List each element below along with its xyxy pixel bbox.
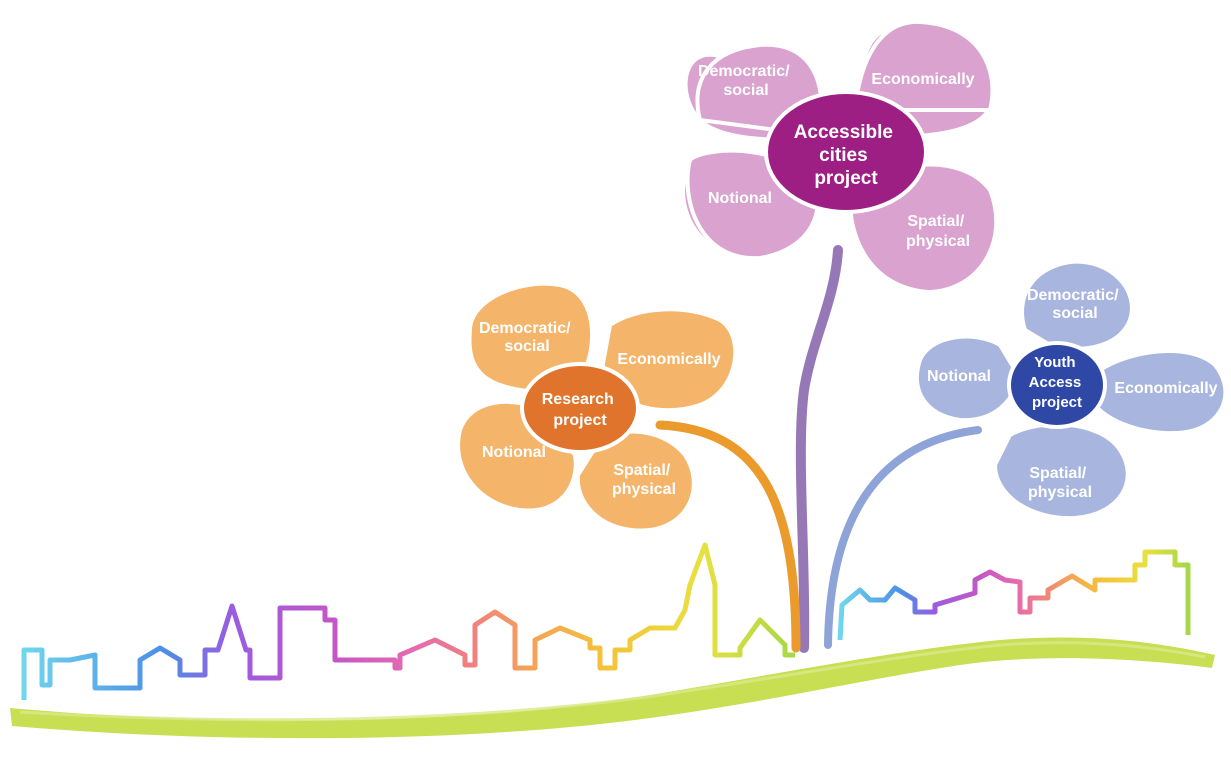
youth-petals bbox=[914, 259, 1228, 521]
accessible-center-line-3: project bbox=[814, 168, 878, 189]
youth-petal-democratic-label: Democratic/ social bbox=[1027, 287, 1123, 322]
research-petal-notional-label: Notional bbox=[482, 444, 546, 461]
youth-petal-economically-label: Economically bbox=[1114, 380, 1217, 397]
research-center bbox=[520, 362, 640, 454]
city-skyline bbox=[21, 542, 795, 700]
youth-petal-democratic-line-2: social bbox=[1052, 305, 1097, 322]
youth-center-line-1: Youth bbox=[1034, 354, 1075, 371]
accessible-center-label: Accessible cities project bbox=[794, 122, 899, 189]
research-center-line-2: project bbox=[553, 412, 607, 429]
youth-stem bbox=[824, 426, 982, 649]
accessible-petal-economically-label: Economically bbox=[871, 71, 974, 88]
accessible-center bbox=[764, 90, 928, 214]
youth-center-label: Youth Access project bbox=[1029, 354, 1086, 411]
accessible-petal-spatial-line-2: physical bbox=[906, 233, 970, 250]
accessible-petal-democratic-line-2: social bbox=[723, 82, 768, 99]
youth-petal-right bbox=[1092, 349, 1228, 436]
accessible-petal-spatial-label: Spatial/ physical bbox=[906, 213, 970, 250]
accessible-stem bbox=[795, 245, 843, 653]
youth-petal-spatial-line-1: Spatial/ bbox=[1029, 465, 1086, 482]
youth-petal-left bbox=[914, 334, 1021, 423]
youth-petal-top bbox=[1020, 259, 1134, 352]
accessible-petals bbox=[681, 19, 999, 295]
accessible-center-line-1: Accessible bbox=[794, 122, 893, 143]
youth-petal-democratic-line-1: Democratic/ bbox=[1027, 287, 1119, 304]
youth-petal-spatial-line-2: physical bbox=[1028, 484, 1092, 501]
accessible-petal-fill-b bbox=[852, 19, 995, 112]
research-petals bbox=[456, 281, 738, 533]
accessible-petal-spatial-line-1: Spatial/ bbox=[907, 213, 964, 230]
accessible-center-line-2: cities bbox=[819, 145, 868, 166]
research-center-label: Research project bbox=[542, 391, 619, 429]
accessible-petal-notional-label: Notional bbox=[708, 190, 772, 207]
research-petal-economically-label: Economically bbox=[617, 351, 720, 368]
youth-center bbox=[1007, 341, 1107, 429]
research-center-line-1: Research bbox=[542, 391, 614, 408]
research-petal-spatial-line-1: Spatial/ bbox=[613, 462, 670, 479]
research-petal-spatial-line-2: physical bbox=[612, 481, 676, 498]
city-skyline-right bbox=[837, 549, 1191, 641]
youth-petal-notional-label: Notional bbox=[927, 368, 991, 385]
flower-accessible: Accessible cities project Democratic/ so… bbox=[681, 19, 999, 295]
flower-youth: Youth Access project Democratic/ social … bbox=[914, 259, 1228, 521]
youth-center-line-3: project bbox=[1032, 394, 1082, 411]
research-petal-democratic-line-1: Democratic/ bbox=[479, 320, 571, 337]
accessible-petal-democratic-label: Democratic/ social bbox=[698, 63, 794, 99]
accessible-petal-democratic-line-1: Democratic/ bbox=[698, 63, 790, 80]
flower-research: Research project Democratic/ social Econ… bbox=[456, 281, 738, 533]
research-stem bbox=[655, 420, 801, 653]
research-petal-democratic-line-2: social bbox=[504, 338, 549, 355]
youth-center-line-2: Access bbox=[1029, 374, 1082, 391]
ground-brushstroke bbox=[10, 637, 1215, 739]
youth-petal-spatial-label: Spatial/ physical bbox=[1028, 465, 1092, 501]
ground-brushstroke-highlight bbox=[19, 641, 1206, 722]
research-petal-spatial-label: Spatial/ physical bbox=[612, 462, 676, 498]
research-petal-bottom-right bbox=[575, 429, 696, 533]
research-petal-democratic-label: Democratic/ social bbox=[479, 320, 575, 355]
